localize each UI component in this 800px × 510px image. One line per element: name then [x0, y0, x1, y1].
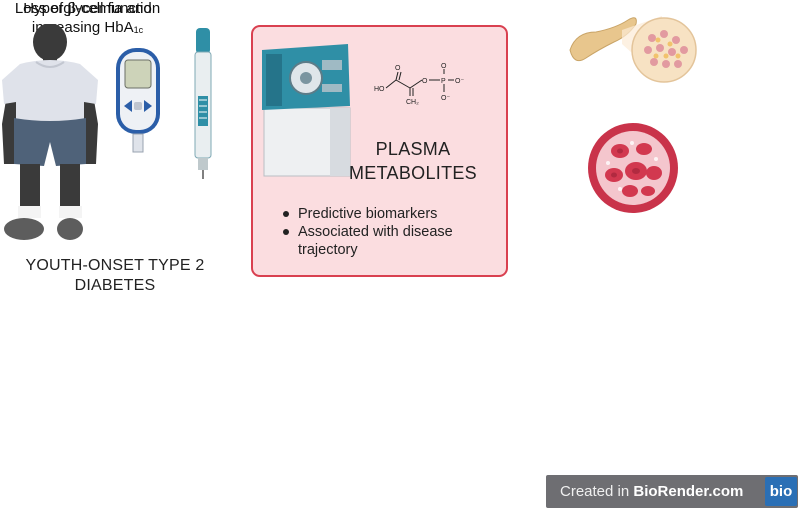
molecule-label-ch2: CH₂: [406, 99, 419, 106]
molecule-label-o-p-bottom: O⁻: [441, 95, 450, 102]
blood-vessel-illustration: [588, 123, 678, 213]
plasma-metabolites-title: PLASMA METABOLITES: [348, 137, 478, 185]
plasma-title-line-1: PLASMA: [375, 139, 451, 159]
molecule-label-o-link: O: [422, 78, 428, 85]
plasma-bullet-list: Predictive biomarkers Associated with di…: [280, 205, 498, 259]
mass-spectrometer-illustration: [262, 44, 351, 177]
molecule-label-o-right: O⁻: [455, 78, 464, 85]
child-figure-illustration: [2, 24, 98, 240]
glucometer-illustration: [116, 48, 160, 153]
molecule-label-o-p-top: O: [441, 63, 447, 70]
molecule-label-o-top: O: [395, 65, 401, 72]
bullet-disease-trajectory: Associated with disease trajectory: [280, 223, 498, 259]
molecule-label-ho: HO: [374, 86, 385, 93]
youth-onset-caption: YOUTH-ONSET TYPE 2 DIABETES: [5, 256, 225, 296]
youth-caption-line-1: YOUTH-ONSET TYPE 2: [25, 257, 205, 274]
hyperglycemia-label: Hyperglycemia and: [23, 0, 152, 17]
molecule-label-p: P: [441, 78, 446, 85]
loss-of-beta-cell-label: Loss of β-cell function: [14, 0, 161, 17]
biorender-watermark-text: Created in BioRender.com: [560, 483, 744, 500]
biorender-watermark: [546, 475, 798, 508]
pancreas-islet-illustration: [569, 16, 697, 83]
youth-caption-line-2: DIABETES: [74, 277, 156, 294]
biorender-logo: bio: [765, 477, 797, 506]
phosphoenolpyruvate-molecule: HO O O P O⁻ O O⁻ CH₂: [374, 63, 464, 106]
insulin-pen-illustration: [194, 28, 212, 179]
bullet-predictive-biomarkers: Predictive biomarkers: [280, 205, 498, 223]
plasma-title-line-2: METABOLITES: [349, 163, 477, 183]
